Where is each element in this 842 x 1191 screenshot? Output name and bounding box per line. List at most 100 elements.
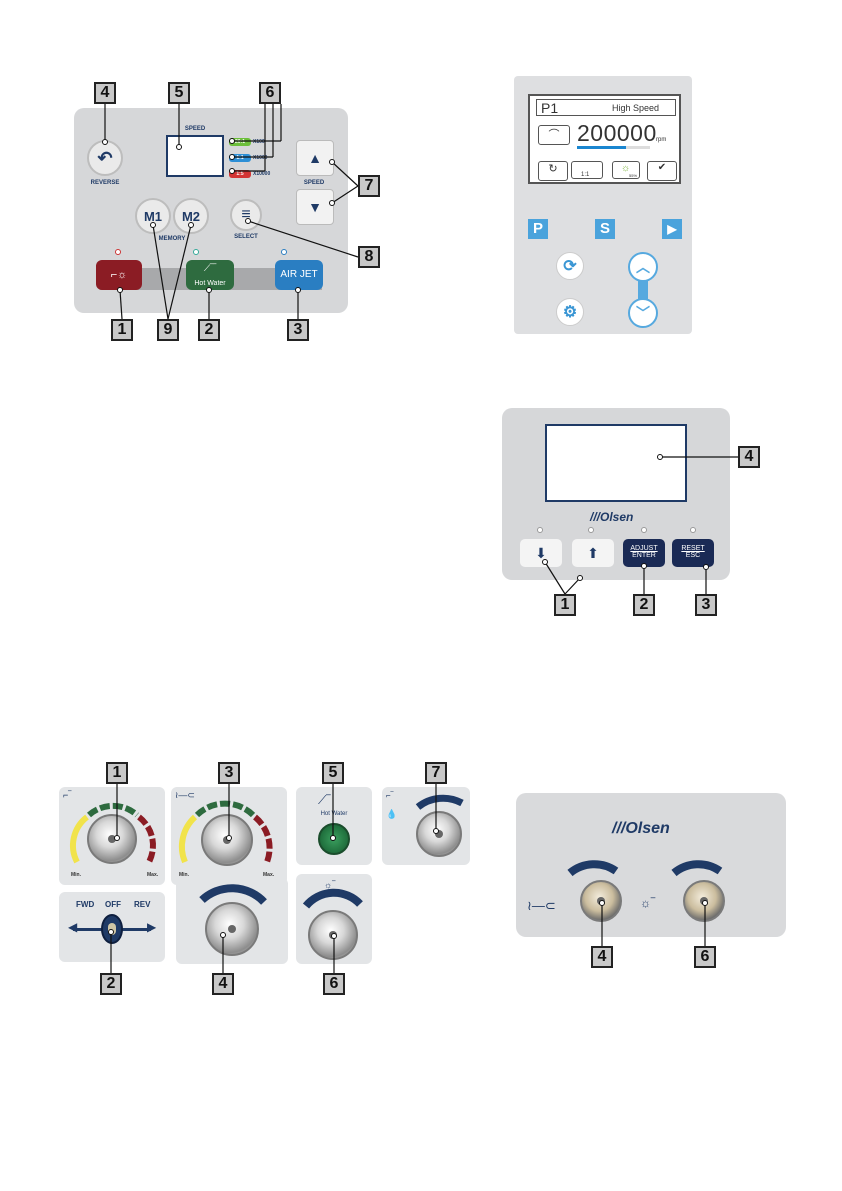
speed-buttons-label: SPEED	[303, 180, 325, 186]
hot-water-label: Hot Water	[320, 811, 348, 817]
scaler-icon: ≀—⊂	[527, 898, 556, 913]
pressure-scale-icon	[178, 800, 273, 864]
air-jet-button[interactable]: AIR JET	[275, 260, 323, 290]
water-drops-icon: 💧	[386, 809, 398, 819]
scaler-knob-4[interactable]	[205, 902, 259, 956]
reset-label: RESET	[681, 545, 705, 552]
arrow-up-icon: ▲	[308, 150, 322, 166]
lcd-screen	[528, 94, 681, 184]
direction-toggle[interactable]	[101, 914, 123, 944]
speed-mode: High Speed	[612, 103, 660, 113]
callout-5: 5	[322, 762, 344, 784]
callout-3: 3	[287, 319, 309, 341]
syringe-icon: ⟋‾	[318, 793, 331, 807]
light-icon: ☼‾	[640, 896, 655, 910]
handpiece-icon: ⌐‾	[386, 791, 394, 800]
led-up	[588, 527, 594, 533]
max-label: Max.	[263, 872, 275, 878]
callout-2: 2	[198, 319, 220, 341]
play-button[interactable]: ▶	[662, 219, 682, 239]
reset-esc-button[interactable]: RESET ESC	[672, 539, 714, 567]
ratio-multiplier: X10000	[253, 170, 271, 177]
m1-label: M1	[143, 208, 163, 224]
led-hot-water	[193, 249, 199, 255]
m1-button[interactable]: M1	[135, 198, 171, 234]
led-down	[537, 527, 543, 533]
knob-arcs	[567, 860, 723, 877]
m2-button[interactable]: M2	[173, 198, 209, 234]
dial-box-7: 💧 ⌐‾	[382, 787, 470, 865]
up-button[interactable]: ︿	[628, 252, 658, 282]
calibrate-status-icon: ✔	[647, 161, 677, 181]
ratio-chip-1: 20:1 X100	[229, 137, 265, 146]
callout-5: 5	[168, 82, 190, 104]
down-button[interactable]: ﹀	[628, 298, 658, 328]
speed-display-label: SPEED	[184, 126, 206, 132]
callout-7: 7	[425, 762, 447, 784]
speed-knob-1[interactable]	[87, 814, 137, 864]
chevron-up-icon: ︿	[636, 259, 650, 275]
spray-knob-7[interactable]	[416, 811, 462, 857]
callout-1: 1	[554, 594, 576, 616]
gear-icon: ⚙	[562, 304, 578, 321]
pressure-knob-3[interactable]	[201, 814, 253, 866]
hot-water-push-button[interactable]	[318, 823, 350, 855]
light-button[interactable]: ⌐☼	[96, 260, 142, 290]
s-label: S	[599, 220, 610, 237]
callout-7: 7	[358, 175, 380, 197]
m2-label: M2	[181, 208, 201, 224]
direction-switch-box-2: FWD OFF REV ◀ ▶	[59, 892, 165, 962]
callout-9: 9	[157, 319, 179, 341]
ratio-chip-3: 1:5 X10000	[229, 169, 270, 178]
chevron-down-icon: ﹀	[636, 305, 650, 321]
scaler-knob-4[interactable]	[580, 880, 622, 922]
callout-6: 6	[259, 82, 281, 104]
arrow-down-icon: ▼	[308, 199, 322, 215]
callout-2: 2	[100, 973, 122, 995]
min-label: Min.	[179, 872, 189, 878]
speed-down-button[interactable]: ▼	[296, 189, 334, 225]
refresh-button[interactable]: ⟳	[556, 252, 584, 280]
speed-display	[166, 135, 224, 177]
bulb-icon: ☼	[621, 163, 631, 174]
light-knob-6[interactable]	[308, 910, 358, 960]
speed-up-button[interactable]: ▲	[296, 140, 334, 176]
p-button[interactable]: P	[528, 219, 548, 239]
callout-3: 3	[695, 594, 717, 616]
arrow-left-icon: ◀	[68, 920, 78, 934]
hot-water-button[interactable]: Hot Water ⟋‾‾	[186, 260, 234, 290]
program-box	[536, 99, 676, 116]
led-adjust	[641, 527, 647, 533]
ratio-label: 1:5	[229, 169, 251, 178]
light-icon: ☼‾	[324, 880, 336, 890]
light-status: ☼ 55%	[612, 161, 640, 179]
scaler-power-scale-icon	[199, 884, 267, 905]
ratio-multiplier: X1000	[253, 154, 268, 161]
callout-4: 4	[738, 446, 760, 468]
ratio-value: 1:1	[581, 172, 590, 178]
callout-4: 4	[94, 82, 116, 104]
enter-label: ENTER	[632, 552, 656, 559]
olsen-logo: ///Olsen	[612, 820, 670, 837]
memory-label: MEMORY	[158, 236, 186, 242]
s-button[interactable]: S	[595, 219, 615, 239]
speed-value: 200000	[577, 120, 657, 146]
light-knob-6[interactable]	[683, 880, 725, 922]
spray-scale-icon	[415, 794, 464, 810]
down-arrow-button[interactable]: ⬇	[520, 539, 562, 567]
up-arrow-button[interactable]: ⬆	[572, 539, 614, 567]
led-reset	[690, 527, 696, 533]
adjust-enter-button[interactable]: ADJUST ENTER	[623, 539, 665, 567]
dial-box-1: ⌐‾ Min. Max.	[59, 787, 165, 885]
olsen-logo: ///Olsen	[590, 510, 634, 524]
settings-button[interactable]: ⚙	[556, 298, 584, 326]
reverse-button[interactable]: ↶	[87, 140, 123, 176]
handpiece-light-icon: ⌐☼	[110, 269, 128, 281]
p-label: P	[532, 220, 543, 237]
ratio-label: 20:1	[229, 137, 251, 146]
select-button[interactable]: ≡	[230, 199, 262, 231]
syringe-icon: ⟋‾‾	[203, 263, 217, 273]
dial-box-4	[176, 878, 288, 964]
ratio-status: 1:1	[571, 161, 603, 179]
control-panel-5	[516, 793, 786, 937]
